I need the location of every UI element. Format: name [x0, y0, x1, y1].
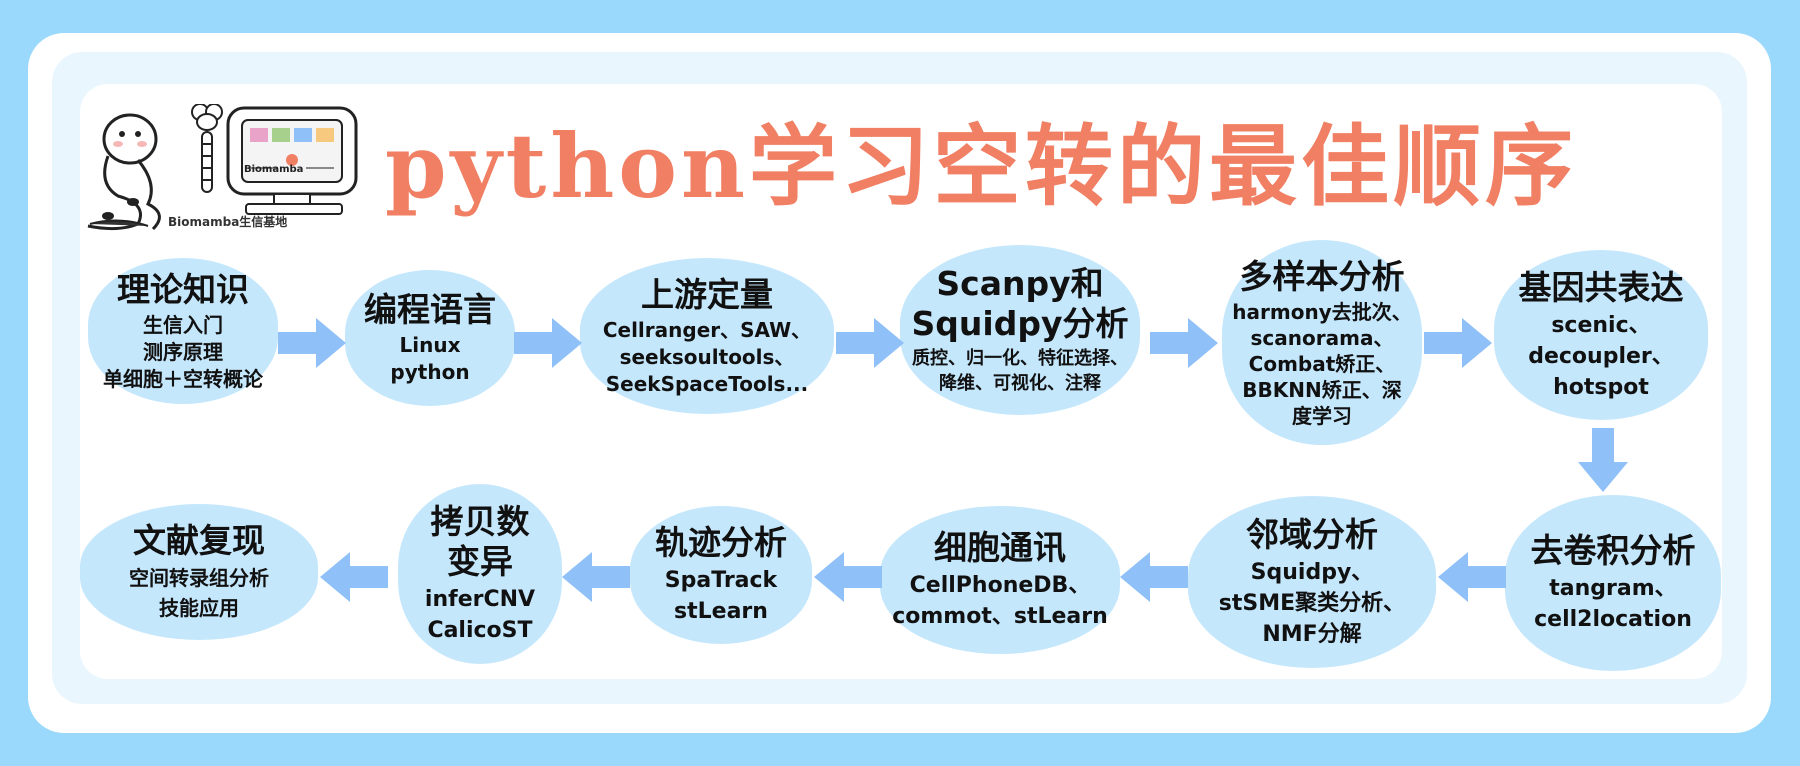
step-detail: NMF分解 [1262, 621, 1362, 647]
step-literature-reproduction: 文献复现 空间转录组分析 技能应用 [80, 504, 318, 640]
step-detail: CellPhoneDB、 [909, 573, 1091, 598]
arrow-left-icon [1120, 552, 1188, 602]
step-deconvolution: 去卷积分析 tangram、 cell2location [1505, 495, 1721, 671]
step-gene-coexpression: 基因共表达 scenic、 decoupler、 hotspot [1494, 250, 1708, 420]
step-upstream-quantification: 上游定量 Cellranger、SAW、 seeksoultools、 Seek… [580, 258, 834, 414]
step-detail: 度学习 [1291, 403, 1352, 428]
arrow-right-icon [836, 318, 904, 368]
step-detail: Linux [399, 333, 461, 357]
step-title: 文献复现 [133, 521, 265, 560]
step-title: 细胞通讯 [934, 528, 1066, 567]
step-detail: python [390, 360, 470, 384]
step-detail: tangram、 [1549, 576, 1677, 601]
step-title: 上游定量 [641, 274, 773, 314]
step-detail: CalicoST [427, 618, 533, 643]
step-detail: SpaTrack [664, 568, 778, 593]
step-title: 轨迹分析 [655, 523, 787, 562]
step-detail: 空间转录组分析 [129, 566, 269, 590]
arrow-right-icon [1150, 318, 1218, 368]
step-title-line2: 变异 [447, 542, 513, 581]
step-programming-language: 编程语言 Linux python [345, 270, 515, 406]
step-trajectory: 轨迹分析 SpaTrack stLearn [630, 506, 812, 644]
step-copy-number-variation: 拷贝数 变异 inferCNV CalicoST [398, 484, 562, 664]
biomamba-logo: Biomamba [78, 103, 368, 236]
step-scanpy-squidpy: Scanpy和 Squidpy分析 质控、归一化、特征选择、 降维、可视化、注释 [900, 245, 1140, 415]
arrow-left-icon [562, 552, 630, 602]
page-title: python学习空转的最佳顺序 [385, 114, 1577, 218]
arrow-left-icon [320, 552, 388, 602]
step-detail: 生信入门 [143, 312, 223, 337]
step-title: 拷贝数 [430, 502, 530, 541]
step-detail: scanorama、 [1250, 325, 1394, 350]
step-theory: 理论知识 生信入门 测序原理 单细胞＋空转概论 [88, 258, 278, 404]
step-detail: BBKNN矫正、深 [1242, 377, 1402, 402]
step-detail: 质控、归一化、特征选择、 [912, 348, 1128, 369]
logo-caption: Biomamba生信基地 [168, 215, 288, 229]
step-detail: decoupler、 [1528, 343, 1674, 369]
step-detail: Squidpy、 [1250, 559, 1374, 585]
step-detail: 测序原理 [143, 339, 223, 364]
step-detail: cell2location [1534, 607, 1692, 632]
step-neighborhood: 邻域分析 Squidpy、 stSME聚类分析、 NMF分解 [1188, 496, 1436, 668]
step-detail: SeekSpaceTools... [605, 371, 809, 396]
arrow-left-icon [814, 552, 882, 602]
step-title-line2: Squidpy分析 [911, 304, 1129, 343]
step-detail: stSME聚类分析、 [1218, 590, 1406, 616]
step-detail: scenic、 [1551, 312, 1651, 338]
logo-graphic [87, 103, 358, 231]
step-title: 编程语言 [364, 290, 496, 329]
mouse-mascot-icon [191, 103, 223, 193]
step-detail: 降维、可视化、注释 [939, 373, 1101, 394]
step-detail: harmony去批次、 [1232, 299, 1412, 324]
arrow-right-icon [514, 318, 582, 368]
computer-monitor-icon [226, 106, 358, 215]
step-detail: Combat矫正、 [1248, 351, 1396, 376]
step-title: 理论知识 [117, 269, 249, 309]
monitor-label: Biomamba [244, 164, 304, 175]
step-title: 多样本分析 [1239, 256, 1405, 296]
arrow-left-icon [1438, 552, 1506, 602]
step-detail: Cellranger、SAW、 [602, 317, 812, 342]
step-title: 基因共表达 [1518, 267, 1684, 307]
step-detail: stLearn [674, 599, 768, 624]
step-title: Scanpy和 [936, 264, 1104, 303]
step-detail: commot、stLearn [892, 604, 1108, 629]
step-detail: hotspot [1553, 374, 1649, 400]
step-multi-sample: 多样本分析 harmony去批次、 scanorama、 Combat矫正、 B… [1222, 240, 1422, 445]
step-title: 邻域分析 [1246, 514, 1378, 554]
step-detail: 技能应用 [159, 596, 239, 620]
arrow-right-icon [278, 318, 346, 368]
arrow-down-icon [1578, 428, 1628, 492]
arrow-right-icon [1424, 318, 1492, 368]
step-title: 去卷积分析 [1530, 531, 1696, 570]
step-detail: 单细胞＋空转概论 [103, 366, 263, 391]
snake-mascot-icon [87, 113, 161, 231]
step-detail: inferCNV [424, 587, 536, 612]
step-cell-communication: 细胞通讯 CellPhoneDB、 commot、stLearn [880, 506, 1120, 654]
step-detail: seeksoultools、 [619, 344, 795, 369]
